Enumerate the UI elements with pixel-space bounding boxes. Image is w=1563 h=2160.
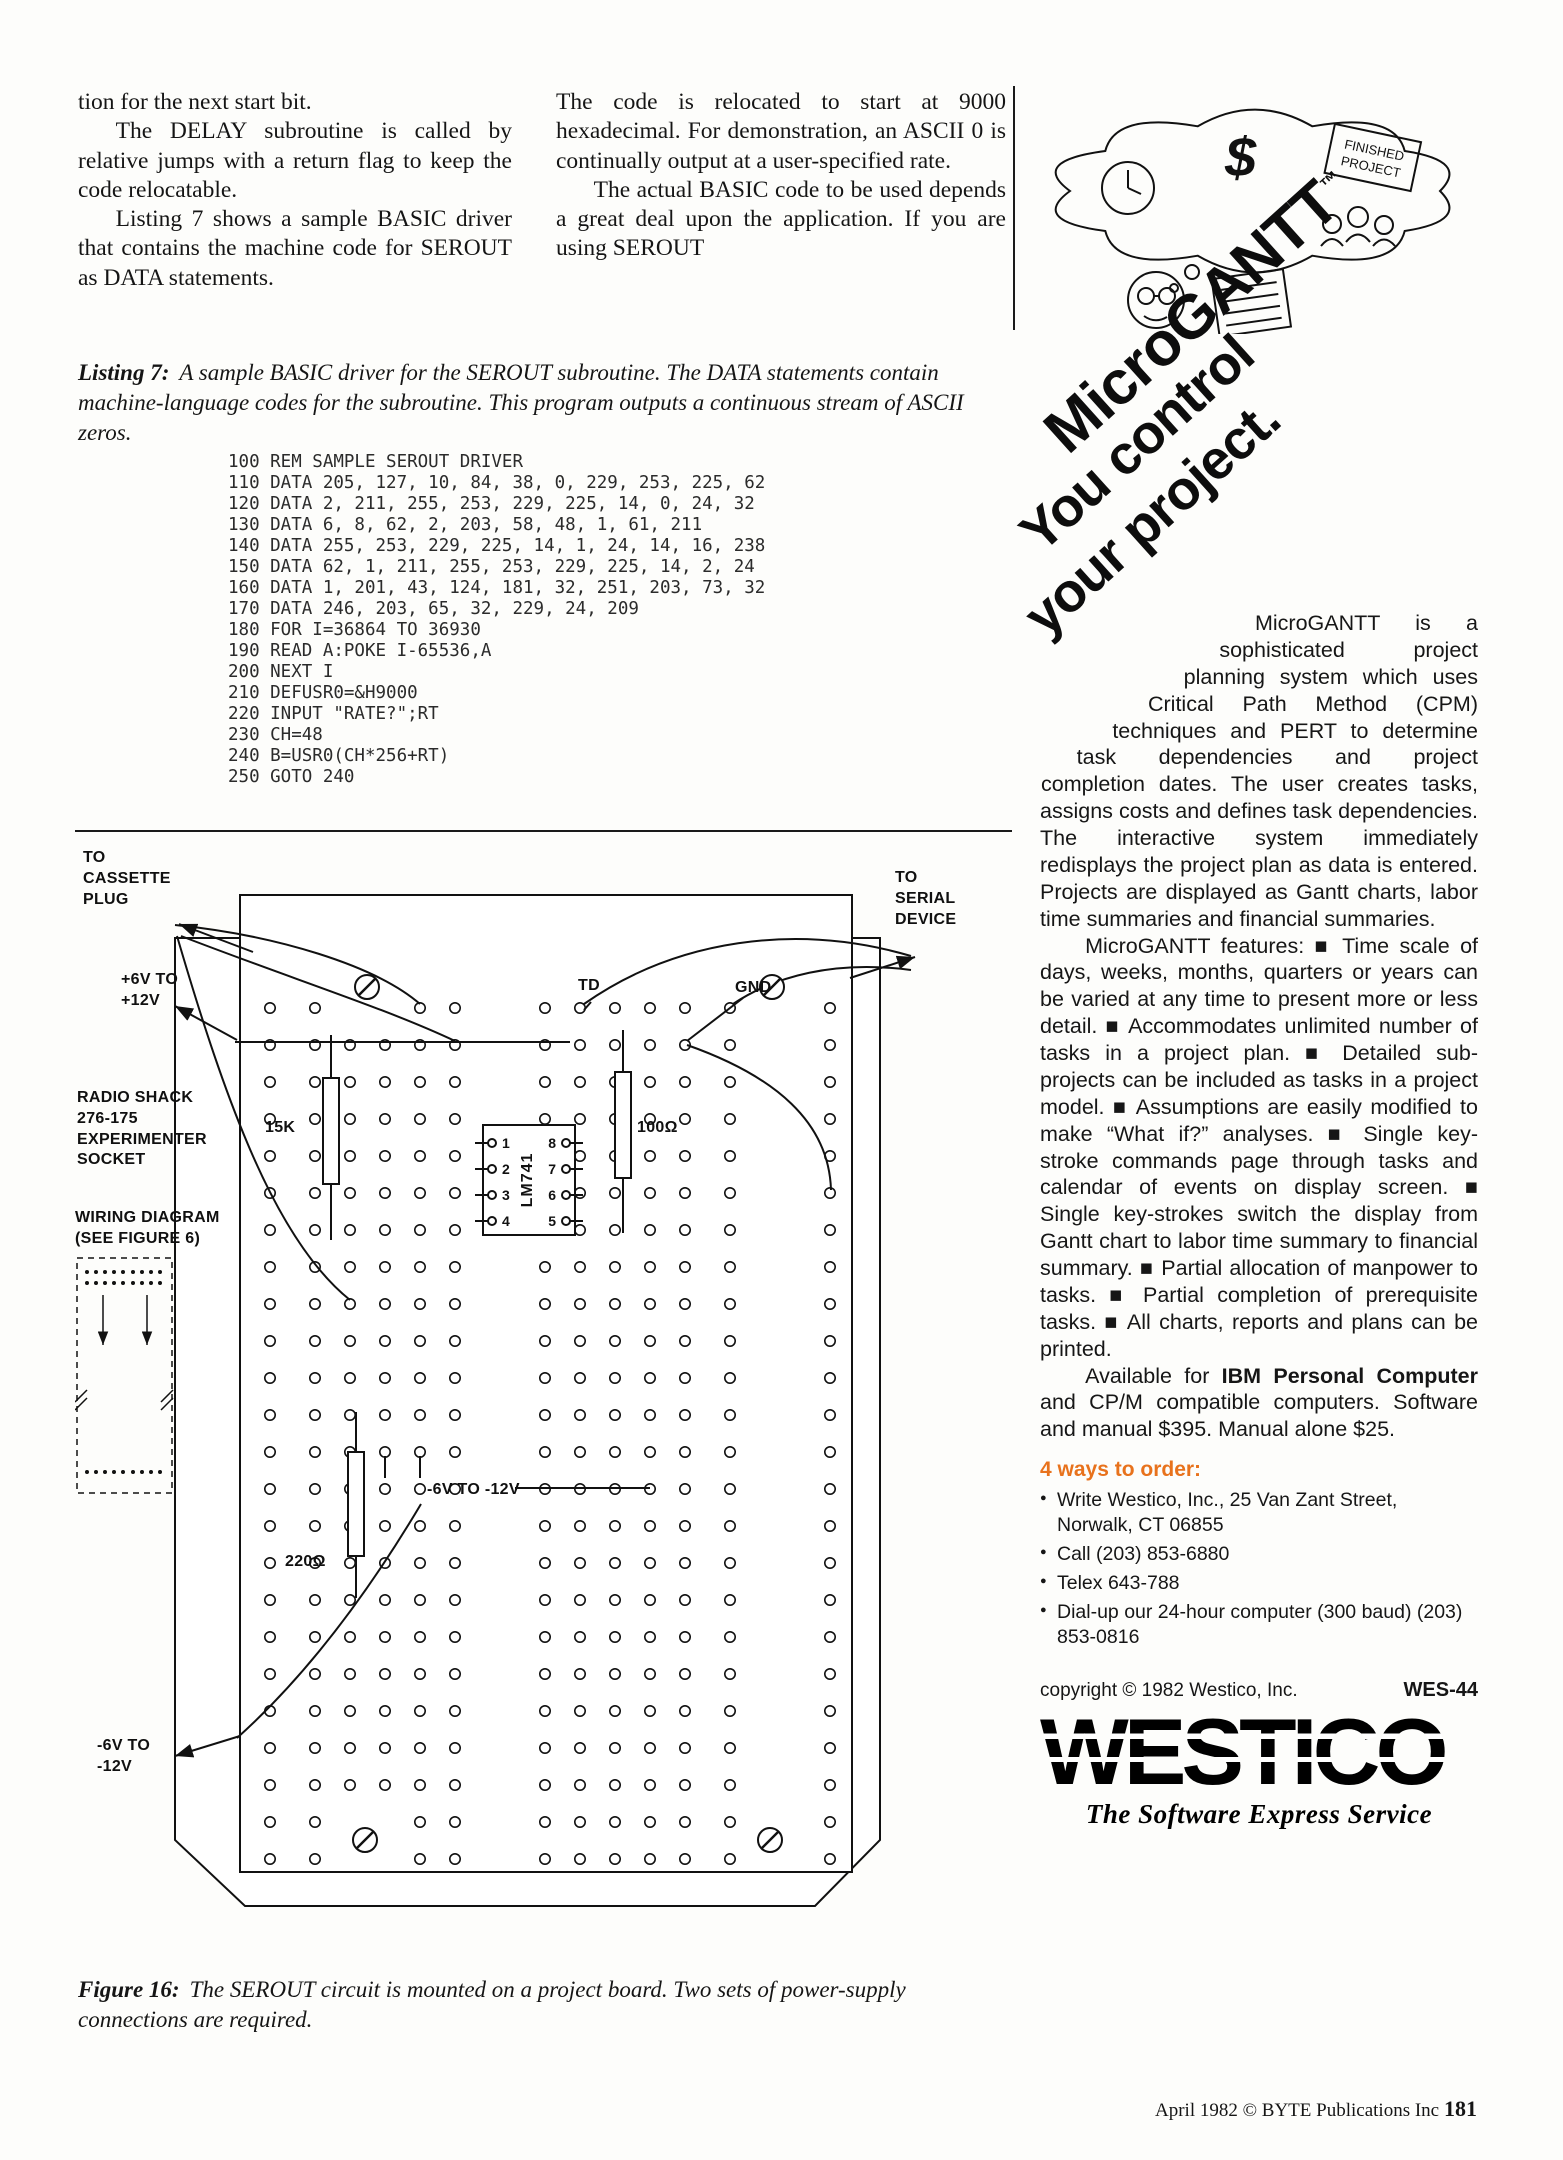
article-paragraph: Listing 7 shows a sample BASIC driver th… [78, 206, 512, 291]
thought-bubble [1184, 264, 1200, 280]
article-paragraph: The code is relocated to start at 9000 h… [556, 89, 1006, 174]
inset-dots [85, 1470, 162, 1474]
ad-code: WES-44 [1403, 1679, 1478, 1702]
microgantt-ad: $ FINISHED PROJECT [1008, 76, 1478, 2086]
ad-paragraph-intro: MicroGANTT is a sophisticated project pl… [1040, 611, 1478, 931]
order-option: Call (203) 853-6880 [1040, 1542, 1478, 1567]
order-option: Dial-up our 24-hour computer (300 baud) … [1040, 1600, 1478, 1650]
label-plus-6v: +6V TO +12V [121, 971, 179, 1009]
article-column-1: tion for the next start bit. The DELAY s… [78, 88, 512, 293]
ic-lm741: 1 2 3 4 8 7 6 5 LM741 [475, 1124, 583, 1236]
order-option: Write Westico, Inc., 25 Van Zant Street,… [1040, 1488, 1478, 1538]
article-paragraph: tion for the next start bit. [78, 89, 312, 115]
label-resistor-15k: 15K [265, 1119, 296, 1136]
label-td: TD [578, 977, 600, 994]
ic-pin-number: 1 [502, 1135, 510, 1151]
label-gnd: GND [735, 979, 772, 996]
figure-label: Figure 16: [78, 1977, 180, 2002]
page-number: 181 [1444, 2096, 1477, 2121]
ibm-pc-bold: IBM Personal Computer [1221, 1363, 1478, 1388]
people-figures [1320, 206, 1396, 247]
ic-pin-number: 2 [502, 1161, 510, 1177]
article-column-2: The code is relocated to start at 9000 h… [556, 88, 1006, 264]
listing-caption-text: A sample BASIC driver for the SEROUT sub… [78, 360, 964, 445]
wiring-diagram-inset [75, 1257, 174, 1494]
ic-pin-number: 5 [548, 1213, 556, 1229]
man-face [1127, 271, 1185, 329]
ic-pin-number: 6 [548, 1187, 556, 1203]
cartoon-illustration: $ FINISHED PROJECT [1054, 108, 1451, 334]
inset-dots [85, 1270, 162, 1285]
label-to-serial-device: TO SERIAL DEVICE [895, 869, 957, 928]
clock-icon [1101, 161, 1155, 215]
resistor-15k [322, 1035, 340, 1240]
ad-paragraph-features: MicroGANTT features: ■ Time scale of day… [1040, 933, 1478, 1361]
order-option: Telex 643-788 [1040, 1571, 1478, 1596]
order-options-list: Write Westico, Inc., 25 Van Zant Street,… [1040, 1488, 1478, 1650]
ic-part-label: LM741 [519, 1153, 536, 1208]
ic-pin-number: 8 [548, 1135, 556, 1151]
page-footer: April 1982 © BYTE Publications Inc 181 [1155, 2096, 1477, 2122]
label-resistor-100: 100Ω [637, 1119, 678, 1136]
ic-pin-number: 3 [502, 1187, 510, 1203]
dollar-sign: $ [1224, 125, 1257, 188]
label-to-cassette-plug: TO CASSETTE PLUG [83, 849, 171, 908]
screw-icon [354, 974, 380, 1000]
label-radio-shack-socket: RADIO SHACK 276-175 EXPERIMENTER SOCKET [77, 1089, 207, 1169]
ad-copyright-row: copyright © 1982 Westico, Inc. WES-44 [1040, 1678, 1478, 1703]
figure-16-diagram: 1 2 3 4 8 7 6 5 LM741 [75, 840, 1015, 1945]
screw-icon [757, 1827, 783, 1853]
listing-caption: Listing 7:A sample BASIC driver for the … [78, 358, 990, 448]
resistor-100 [614, 1030, 632, 1233]
label-resistor-220: 220Ω [285, 1553, 326, 1570]
mounting-screws [352, 974, 785, 1853]
ic-pin-number: 7 [548, 1161, 556, 1177]
listing-label: Listing 7: [78, 360, 170, 385]
screw-icon [352, 1827, 378, 1853]
figure-caption: Figure 16:The SEROUT circuit is mounted … [78, 1975, 983, 2035]
callout-arrows [174, 923, 916, 1758]
thought-cloud [1054, 108, 1451, 274]
jumper-wires [174, 924, 912, 1739]
footer-text: April 1982 © BYTE Publications Inc [1155, 2100, 1440, 2121]
breadboard-schematic: 1 2 3 4 8 7 6 5 LM741 [75, 894, 916, 1907]
basic-code-listing: 100 REM SAMPLE SEROUT DRIVER 110 DATA 20… [228, 452, 766, 787]
order-heading: 4 ways to order: [1040, 1458, 1202, 1482]
resistor-220 [347, 1412, 365, 1598]
section-rule [75, 830, 1012, 832]
ad-body: MicroGANTT is a sophisticated project pl… [1040, 610, 1478, 1832]
figure-caption-text: The SEROUT circuit is mounted on a proje… [78, 1977, 906, 2032]
ic-pin-number: 4 [502, 1213, 510, 1229]
ad-paragraph-availability: Available for IBM Personal Computer and … [1040, 1363, 1478, 1442]
ad-copyright: copyright © 1982 Westico, Inc. [1040, 1680, 1298, 1702]
column-divider-rule [1013, 86, 1015, 330]
article-paragraph: The DELAY subroutine is called by relati… [78, 118, 512, 203]
westico-tagline: The Software Express Service [1085, 1799, 1433, 1830]
screw-icon [759, 974, 785, 1000]
label-minus-6v-outer: -6V TO -12V [97, 1737, 151, 1775]
article-paragraph: The actual BASIC code to be used depends… [556, 176, 1006, 262]
westico-logo: WESTICO [1040, 1704, 1478, 1798]
document-paper [1210, 267, 1293, 334]
label-minus-6v-inner: -6V TO -12V [427, 1481, 520, 1498]
label-wiring-diagram: WIRING DIAGRAM (SEE FIGURE 6) [75, 1209, 220, 1247]
